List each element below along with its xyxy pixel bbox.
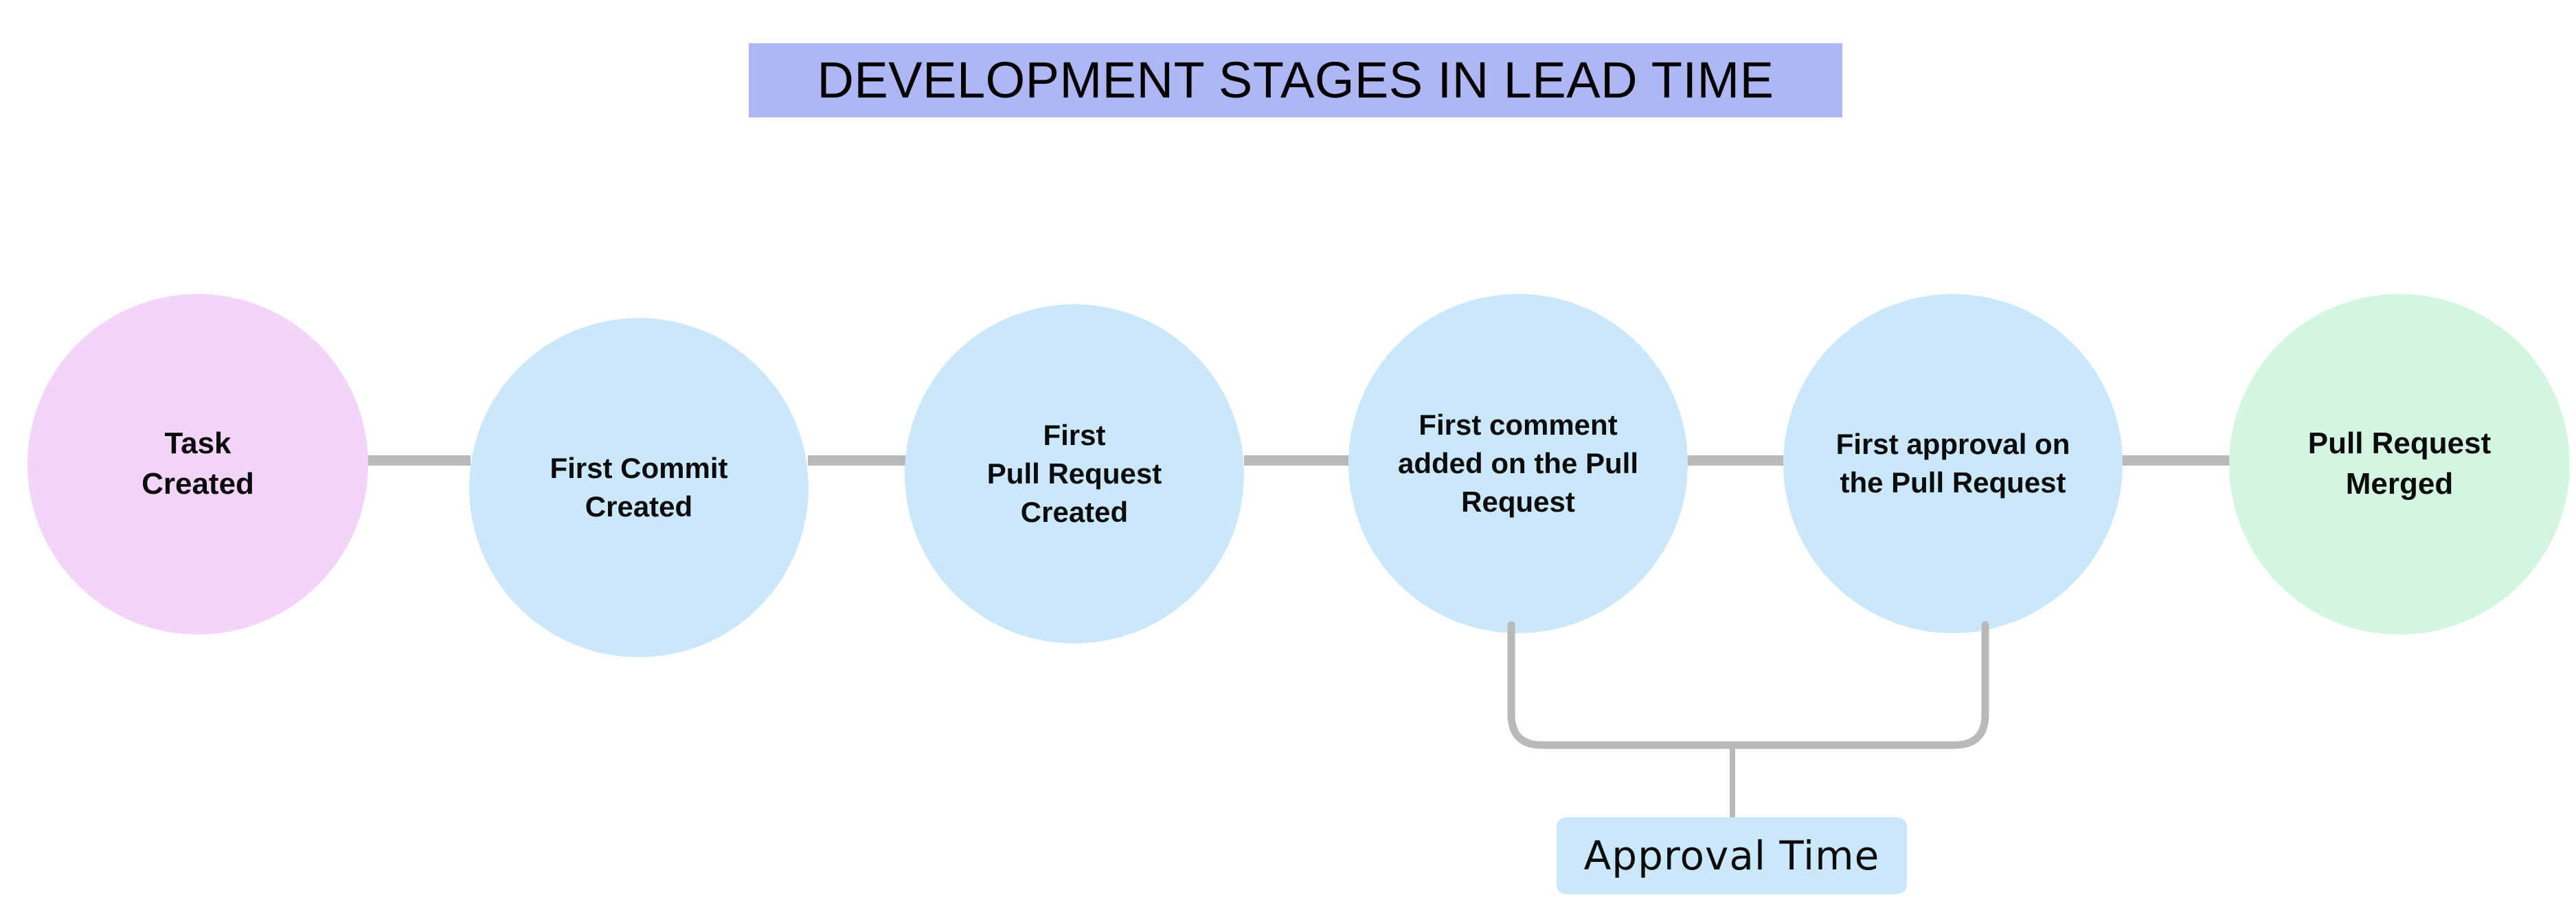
stage-node-first-approval-on-pull-request[interactable]: First approval on the Pull Request bbox=[1783, 294, 2123, 633]
stage-node-first-comment-on-pull-request[interactable]: First comment added on the Pull Request bbox=[1348, 294, 1688, 633]
stage-label-pull-request-merged: Pull Request Merged bbox=[2307, 426, 2492, 501]
diagram-title-banner: DEVELOPMENT STAGES IN LEAD TIME bbox=[749, 43, 1842, 117]
approval-time-bracket bbox=[1507, 621, 1989, 817]
stage-node-task-created[interactable]: Task Created bbox=[27, 294, 368, 635]
page-title: DEVELOPMENT STAGES IN LEAD TIME bbox=[817, 52, 1774, 109]
stage-node-first-pull-request-created[interactable]: First Pull Request Created bbox=[905, 304, 1244, 643]
stage-node-first-commit-created[interactable]: First Commit Created bbox=[469, 318, 809, 657]
approval-bracket-path bbox=[1507, 621, 1989, 749]
stage-label-first-pull-request-created: First Pull Request Created bbox=[986, 419, 1162, 528]
annotation-label-approval-time: Approval Time bbox=[1583, 832, 1880, 879]
connector-task-to-first-commit bbox=[366, 455, 471, 466]
connector-first-comment-to-first-approval bbox=[1677, 455, 1783, 466]
stage-label-task-created: Task Created bbox=[142, 426, 254, 501]
annotation-approval-time[interactable]: Approval Time bbox=[1557, 817, 1907, 894]
stage-node-pull-request-merged[interactable]: Pull Request Merged bbox=[2229, 294, 2570, 635]
stage-label-first-approval-on-pull-request: First approval on the Pull Request bbox=[1835, 428, 2070, 499]
stage-label-first-comment-on-pull-request: First comment added on the Pull Request bbox=[1397, 409, 1638, 518]
connector-first-approval-to-merged bbox=[2121, 455, 2230, 466]
stage-label-first-commit-created: First Commit Created bbox=[550, 452, 728, 523]
connector-first-pr-to-first-comment bbox=[1244, 455, 1351, 466]
connector-first-commit-to-first-pr bbox=[808, 455, 912, 466]
